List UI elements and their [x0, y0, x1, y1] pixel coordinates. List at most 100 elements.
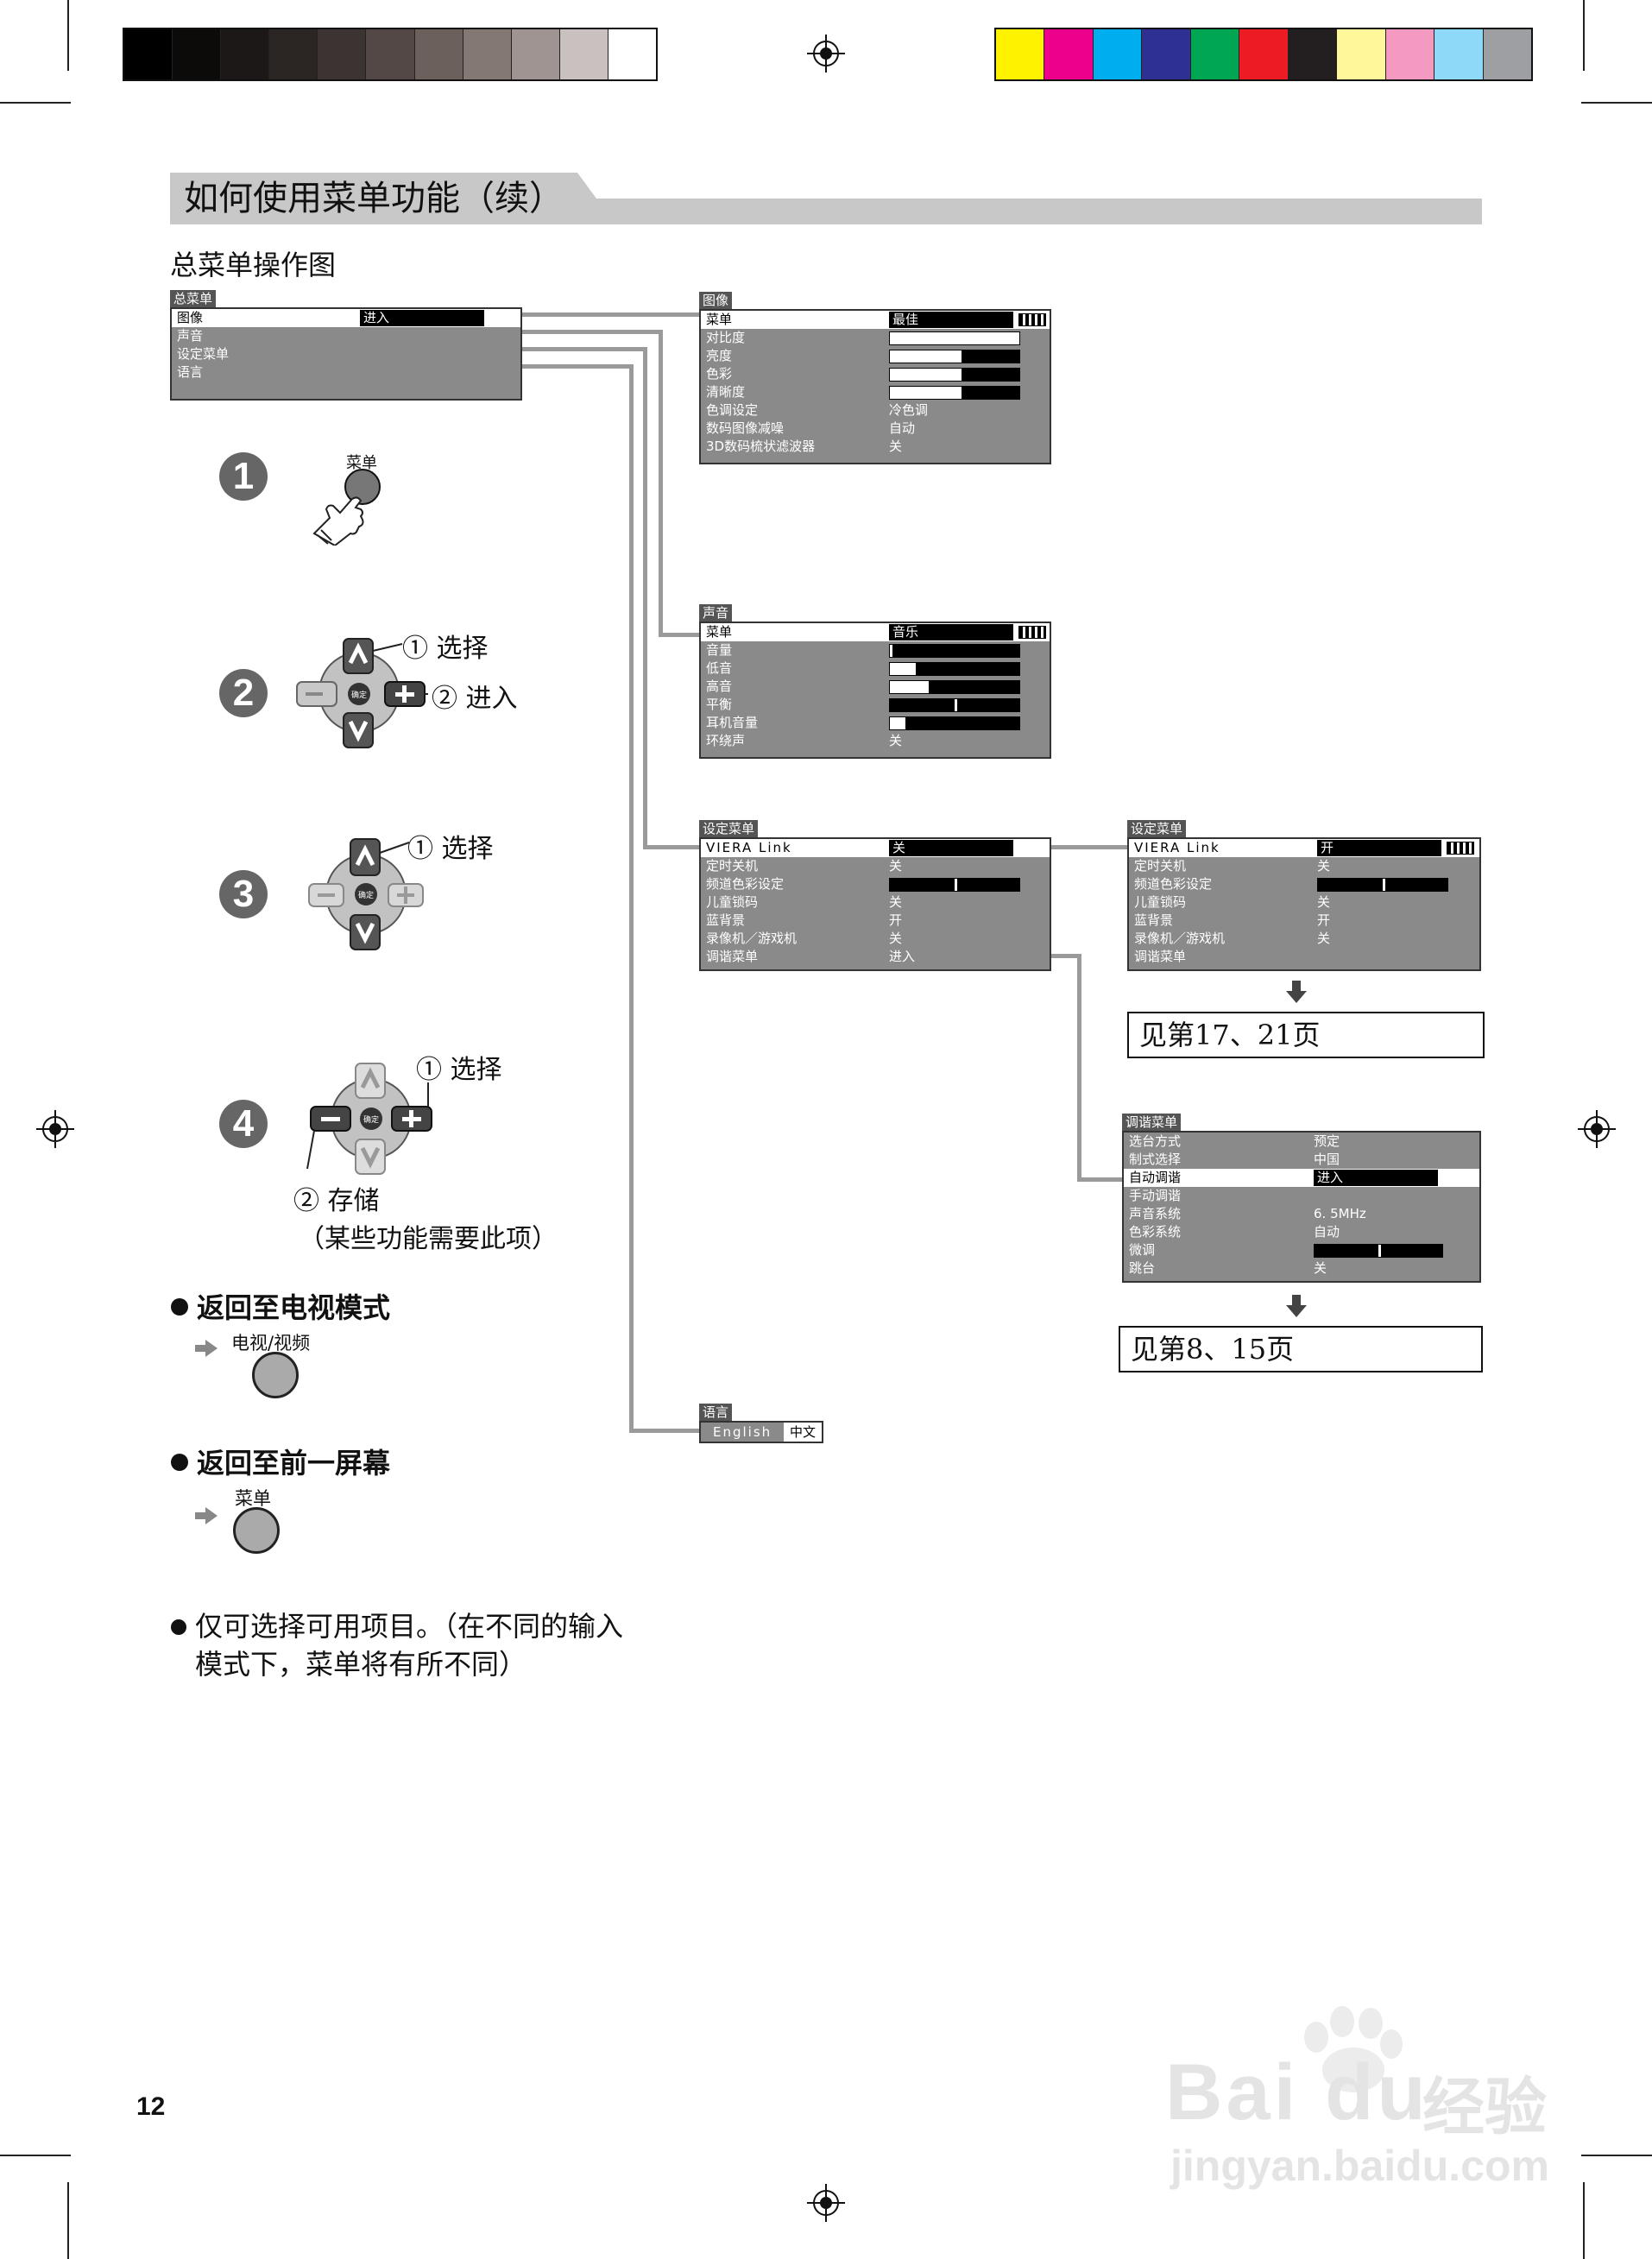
- menu-row-label: 调谐菜单: [1134, 949, 1187, 964]
- connector-line: [629, 1429, 702, 1433]
- menu-row[interactable]: 频道色彩设定: [1129, 875, 1479, 893]
- menu-row[interactable]: 调谐菜单: [1129, 948, 1479, 966]
- menu-button-label: 菜单: [346, 454, 377, 472]
- menu-row-label: 微调: [1129, 1242, 1156, 1258]
- menu-row[interactable]: 调谐菜单进入: [701, 948, 1050, 966]
- menu-row[interactable]: 低音: [701, 659, 1050, 678]
- menu-row[interactable]: 跳台关: [1124, 1259, 1479, 1278]
- menu-row[interactable]: 定时关机关: [1129, 857, 1479, 875]
- menu-row[interactable]: 自动调谐进入: [1124, 1169, 1479, 1187]
- menu-row[interactable]: 儿童锁码关: [701, 893, 1050, 912]
- arrow-down-icon: [1286, 981, 1307, 1003]
- menu-item-language[interactable]: 语言: [177, 364, 204, 380]
- menu-row[interactable]: 手动调谐: [1124, 1187, 1479, 1205]
- menu-row[interactable]: 录像机／游戏机 关: [701, 930, 1050, 948]
- menu-row-label: VIERA Link: [706, 840, 792, 855]
- dpad-select-enter-icon[interactable]: 确定: [292, 632, 432, 753]
- menu-row-value: 音乐: [889, 624, 1013, 640]
- menu-row[interactable]: 儿童锁码关: [1129, 893, 1479, 912]
- level-slider[interactable]: [889, 878, 1020, 892]
- menu-row-value: 关: [1317, 858, 1331, 874]
- level-slider[interactable]: [889, 350, 1020, 363]
- level-slider[interactable]: [1314, 1244, 1443, 1258]
- level-slider[interactable]: [889, 368, 1020, 382]
- menu-row[interactable]: 色彩系统自动: [1124, 1223, 1479, 1241]
- enter-label: ② 进入: [432, 684, 518, 714]
- level-slider[interactable]: [889, 386, 1020, 400]
- crop-mark: [0, 2155, 71, 2156]
- menu-row[interactable]: 定时关机关: [701, 857, 1050, 875]
- menu-row[interactable]: 选台方式预定: [1124, 1133, 1479, 1151]
- level-slider[interactable]: [889, 331, 1020, 345]
- arrow-right-icon: [195, 1507, 218, 1524]
- menu-header: 总菜单: [170, 290, 217, 307]
- menu-row[interactable]: 频道色彩设定: [701, 875, 1050, 893]
- menu-row-value: 进入: [1314, 1170, 1438, 1186]
- color-swatch: [1483, 29, 1531, 79]
- language-option-english[interactable]: English: [713, 1424, 772, 1440]
- bullet-icon: [171, 1619, 186, 1635]
- level-slider[interactable]: [889, 680, 1020, 694]
- menu-row[interactable]: 色彩: [701, 365, 1050, 383]
- menu-row-value: 关: [889, 931, 903, 946]
- registration-mark-icon: [807, 35, 845, 73]
- menu-button-press-icon[interactable]: [309, 466, 387, 546]
- menu-row-value: 开: [1317, 912, 1331, 928]
- tv-video-button[interactable]: [252, 1352, 299, 1398]
- crop-mark: [1581, 2155, 1652, 2156]
- menu-row[interactable]: 环绕声关: [701, 732, 1050, 750]
- color-swatch: [414, 29, 463, 79]
- menu-row[interactable]: 亮度: [701, 347, 1050, 365]
- menu-item-sound[interactable]: 声音: [177, 328, 204, 344]
- level-slider[interactable]: [889, 716, 1020, 730]
- menu-row[interactable]: 清晰度: [701, 383, 1050, 401]
- connector-line: [659, 330, 663, 637]
- menu-row[interactable]: 菜单 最佳: [701, 311, 1050, 329]
- menu-row[interactable]: 录像机／游戏机关: [1129, 930, 1479, 948]
- menu-button-label: 菜单: [235, 1488, 271, 1509]
- connector-line: [643, 845, 702, 849]
- menu-row-label: 频道色彩设定: [706, 876, 785, 892]
- menu-row-value: 最佳: [889, 312, 1013, 328]
- slider-fill: [890, 387, 962, 399]
- menu-header: 语言: [699, 1404, 733, 1421]
- menu-row[interactable]: 高音: [701, 678, 1050, 696]
- menu-row[interactable]: 色调设定冷色调: [701, 401, 1050, 420]
- language-option-chinese[interactable]: 中文: [784, 1423, 822, 1442]
- battery-icon: [1018, 626, 1046, 639]
- menu-row[interactable]: 蓝背景开: [701, 912, 1050, 930]
- menu-row[interactable]: 音量: [701, 641, 1050, 659]
- level-slider[interactable]: [889, 644, 1020, 658]
- menu-row[interactable]: 对比度: [701, 329, 1050, 347]
- menu-row-label: 跳台: [1129, 1260, 1156, 1276]
- menu-button[interactable]: [233, 1507, 280, 1554]
- level-slider[interactable]: [889, 698, 1020, 712]
- menu-row-label: 菜单: [706, 312, 733, 327]
- menu-row[interactable]: 耳机音量: [701, 714, 1050, 732]
- connector-line: [1049, 954, 1081, 958]
- menu-row-value: 开: [1317, 840, 1441, 856]
- menu-row[interactable]: 菜单音乐: [701, 623, 1050, 641]
- menu-item-picture[interactable]: 图像 进入: [172, 309, 520, 327]
- store-note: （某些功能需要此项）: [299, 1224, 558, 1254]
- crop-mark: [1581, 102, 1652, 104]
- level-slider[interactable]: [1317, 878, 1448, 892]
- menu-row[interactable]: 数码图像减噪自动: [701, 420, 1050, 438]
- menu-row-label: 录像机／游戏机: [706, 931, 798, 946]
- dpad-select-icon[interactable]: 确定: [299, 832, 438, 953]
- connector-line: [629, 364, 634, 1433]
- menu-item-setup[interactable]: 设定菜单: [177, 346, 230, 362]
- menu-row[interactable]: 平衡: [701, 696, 1050, 714]
- level-slider[interactable]: [889, 662, 1020, 676]
- menu-row[interactable]: 微调: [1124, 1241, 1479, 1259]
- menu-row[interactable]: 3D数码梳状滤波器关: [701, 438, 1050, 456]
- menu-row-label: 频道色彩设定: [1134, 876, 1213, 892]
- menu-row[interactable]: 蓝背景开: [1129, 912, 1479, 930]
- color-swatch: [1190, 29, 1240, 79]
- menu-row[interactable]: 制式选择中国: [1124, 1151, 1479, 1169]
- dpad-select-store-icon[interactable]: 确定: [290, 1053, 437, 1183]
